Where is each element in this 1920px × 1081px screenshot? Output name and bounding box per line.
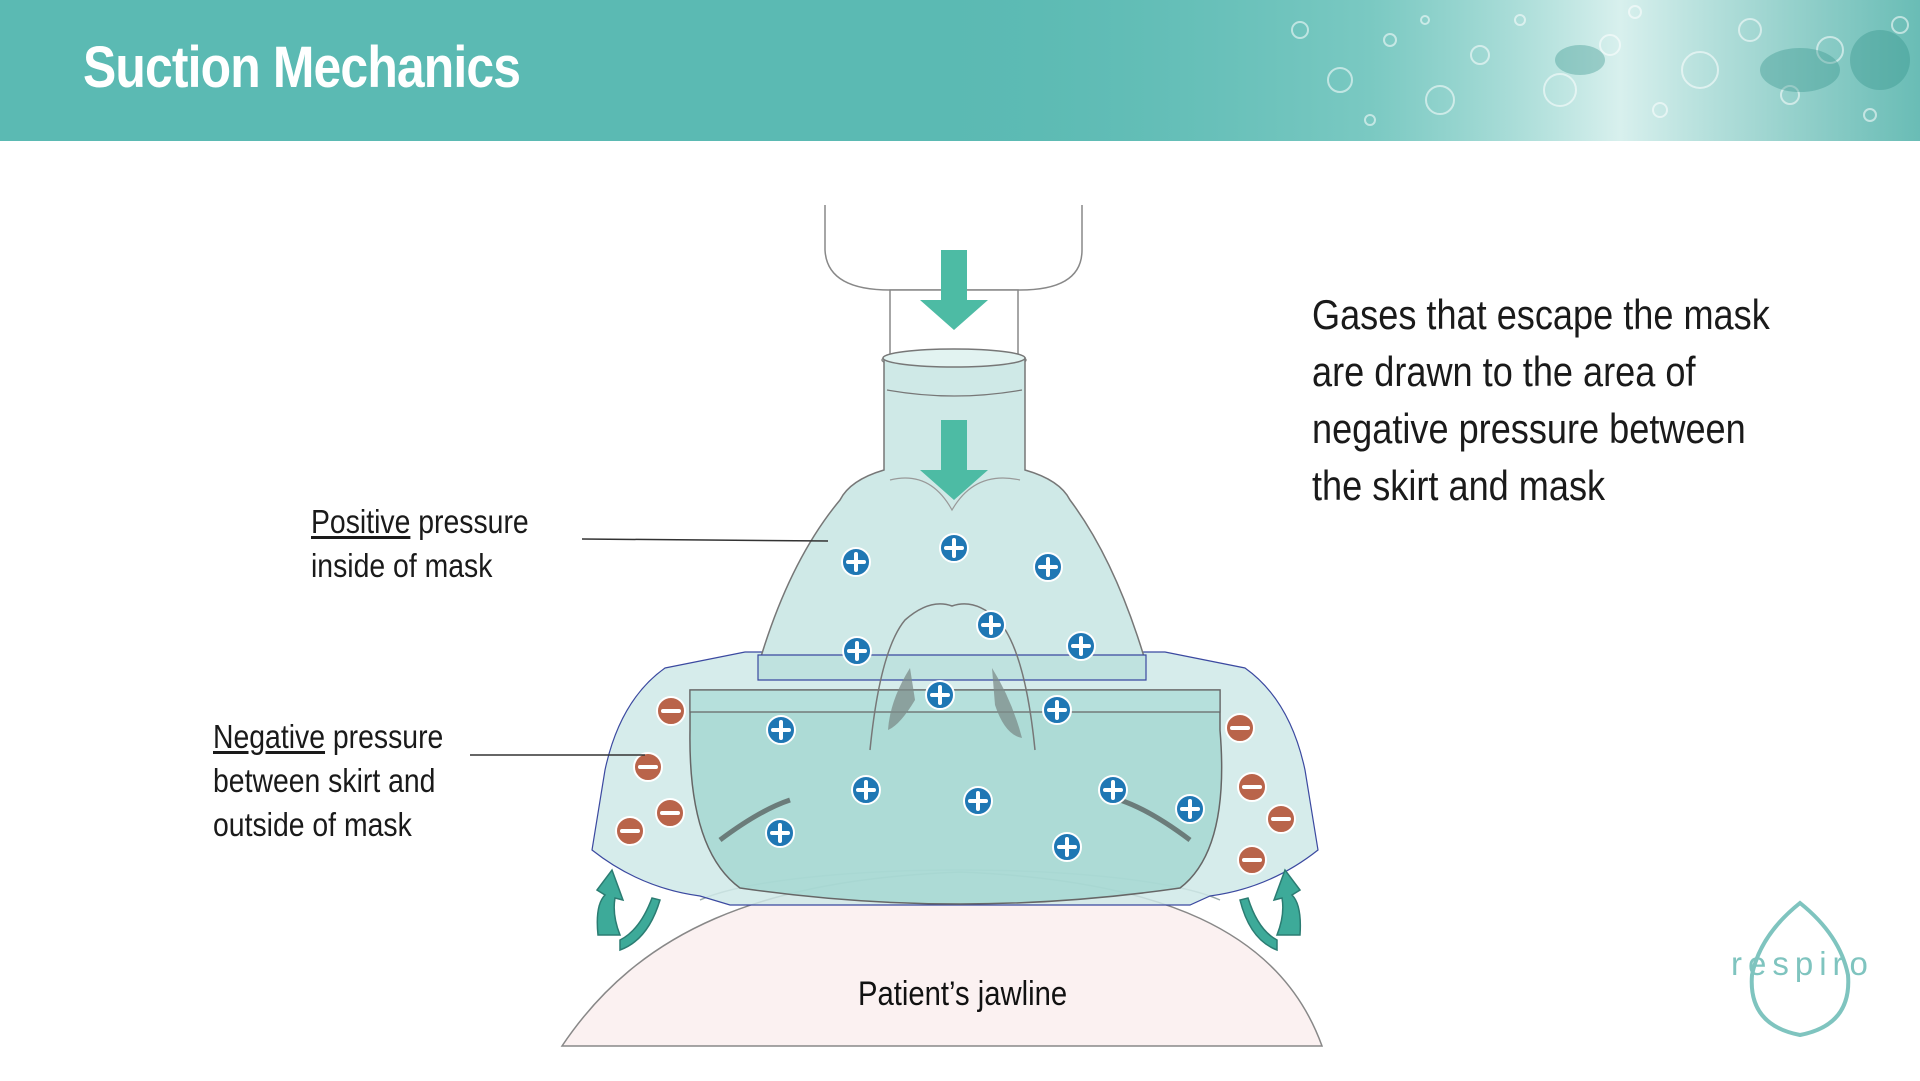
flow-arrow-down-upper <box>920 250 988 330</box>
escape-arrow-right <box>1239 868 1302 952</box>
negative-line3: outside of mask <box>213 806 412 843</box>
flow-arrow-down-lower <box>920 420 988 500</box>
positive-leader-line <box>581 538 829 542</box>
negative-rest: pressure <box>325 718 444 755</box>
positive-pressure-label: Positive pressure inside of mask <box>311 500 529 588</box>
nose-outline <box>869 603 1036 751</box>
positive-line2: inside of mask <box>311 547 493 584</box>
header-banner: Suction Mechanics <box>0 0 1920 141</box>
mask-cushion <box>689 689 1223 905</box>
droplet-outline-icon <box>1749 900 1851 1038</box>
escape-arrow-left <box>595 868 661 952</box>
logo-text: respiro <box>1731 945 1874 982</box>
jawline-label: Patient’s jawline <box>858 975 1068 1013</box>
positive-rest: pressure <box>410 503 529 540</box>
negative-term: Negative <box>213 718 326 755</box>
negative-line2: between skirt and <box>213 762 436 799</box>
positive-term: Positive <box>311 503 411 540</box>
mask-diagram <box>470 205 1324 1047</box>
negative-pressure-label: Negative pressure between skirt and outs… <box>213 715 443 847</box>
description-text: Gases that escape the mask are drawn to … <box>1312 291 1770 509</box>
bubbles-texture <box>920 0 1920 141</box>
page-title: Suction Mechanics <box>83 35 521 100</box>
